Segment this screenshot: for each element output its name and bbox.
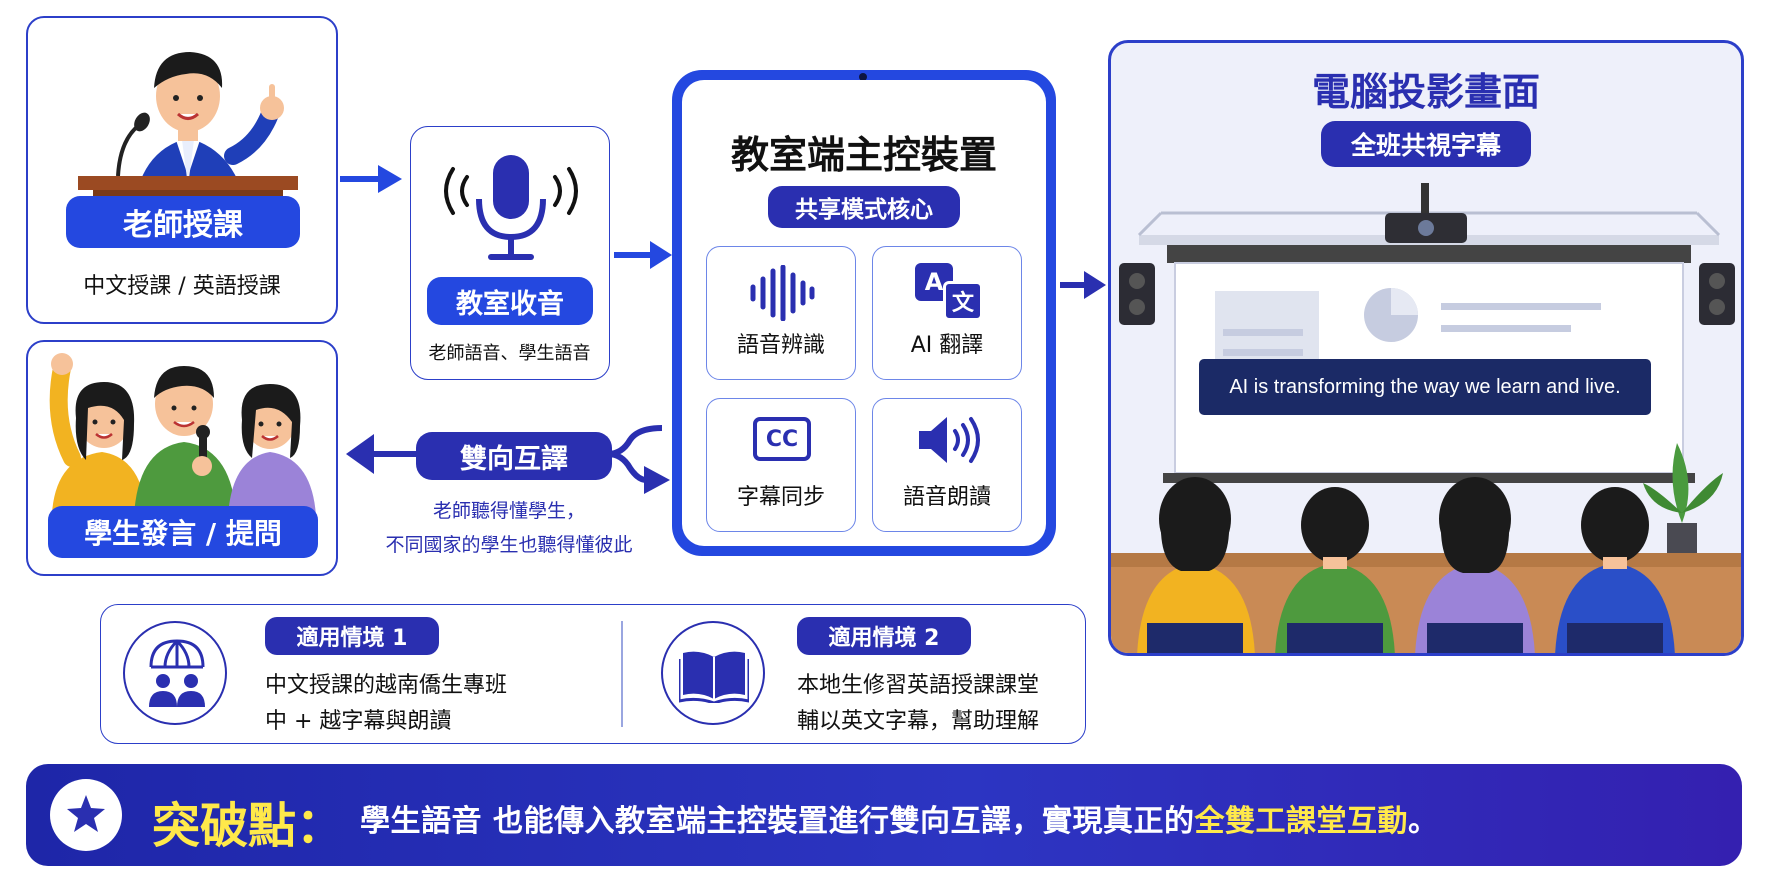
students-badge: 學生發言 / 提問 (48, 506, 318, 558)
scenario-2-badge: 適用情境 2 (797, 617, 971, 655)
projected-subtitle-bar: AI is transforming the way we learn and … (1199, 359, 1651, 415)
teacher-subtitle: 中文授課 / 英語授課 (83, 274, 281, 299)
scenario-divider (621, 621, 623, 727)
audio-capture-badge: 教室收音 (427, 277, 593, 325)
open-book-icon (679, 651, 749, 703)
scenario-1-badge: 適用情境 1 (265, 617, 439, 655)
teacher-card: 老師授課 中文授課 / 英語授課 (26, 16, 338, 324)
device-camera (859, 73, 867, 81)
audio-capture-subtitle: 老師語音、學生語音 (428, 343, 591, 364)
device-title: 教室端主控裝置 (730, 133, 997, 177)
feature-text-to-speech: 語音朗讀 (872, 398, 1022, 532)
feature-label: 語音朗讀 (902, 485, 991, 510)
feature-label: 字幕同步 (736, 485, 825, 510)
students-card: 學生發言 / 提問 (26, 340, 338, 576)
bidirectional-badge: 雙向互譯 (416, 432, 612, 480)
arrow-capture-to-device (614, 241, 672, 269)
feature-label: AI 翻譯 (910, 333, 984, 358)
arrow-device-to-projection (1060, 271, 1106, 299)
microphone-icon (444, 155, 578, 260)
audio-capture-card: 教室收音 老師語音、學生語音 (410, 126, 610, 380)
scenarios-card: 適用情境 1 中文授課的越南僑生專班 中 + 越字幕與朗讀 適用情境 2 本地生… (100, 604, 1086, 744)
cc-icon: CC (753, 417, 811, 461)
scenario-2-line2: 輔以英文字幕，幫助理解 (797, 709, 1040, 734)
globe-people-icon (149, 639, 205, 707)
speaker-icon (919, 417, 980, 463)
feature-speech-recognition: 語音辨識 (706, 246, 856, 380)
feature-label: 語音辨識 (736, 333, 825, 358)
projection-badge: 全班共視字幕 (1321, 121, 1531, 167)
bidirectional-arrows (346, 425, 670, 494)
scenario-1-icon-circle (123, 621, 227, 725)
star-icon (67, 795, 105, 832)
teacher-badge: 老師授課 (66, 196, 300, 248)
star-badge (50, 779, 122, 851)
projection-title: 電腦投影畫面 (1311, 70, 1540, 114)
projection-panel: 電腦投影畫面 全班共視字幕 (1108, 40, 1744, 656)
banner-text-end: 。 (1407, 804, 1439, 839)
arrow-teacher-to-capture (340, 165, 402, 193)
feature-subtitle-sync: CC 字幕同步 (706, 398, 856, 532)
banner-text: 學生語音 也能傳入教室端主控裝置進行雙向互譯，實現真正的全雙工課堂互動。 (360, 796, 1438, 840)
breakthrough-banner: 突破點： 學生語音 也能傳入教室端主控裝置進行雙向互譯，實現真正的全雙工課堂互動… (26, 764, 1742, 866)
scenario-1-line1: 中文授課的越南僑生專班 (265, 673, 508, 698)
scenario-2-icon-circle (661, 621, 765, 725)
waveform-icon (750, 265, 815, 321)
students-illustration (49, 353, 316, 516)
bidirectional-line1: 老師聽得懂學生， (432, 500, 585, 522)
device-badge: 共享模式核心 (768, 186, 960, 228)
banner-text-main: 學生語音 也能傳入教室端主控裝置進行雙向互譯，實現真正的 (360, 804, 1195, 839)
classroom-control-device: 教室端主控裝置 共享模式核心 語音辨識 A 文 AI 翻譯 C (672, 70, 1056, 556)
projected-subtitle-text: AI is transforming the way we learn and … (1229, 375, 1621, 398)
feature-ai-translation: A 文 AI 翻譯 (872, 246, 1022, 380)
translate-icon: A 文 (915, 263, 985, 321)
scenario-2-line1: 本地生修習英語授課課堂 (797, 673, 1040, 698)
banner-text-highlight: 全雙工課堂互動 (1194, 804, 1408, 839)
bidirectional-line2: 不同國家的學生也聽得懂彼此 (385, 534, 633, 556)
scenario-1-line2: 中 + 越字幕與朗讀 (265, 709, 452, 734)
device-screen: 教室端主控裝置 共享模式核心 語音辨識 A 文 AI 翻譯 C (682, 80, 1046, 546)
classroom-projection-scene (1111, 183, 1741, 653)
banner-heading: 突破點： (152, 798, 345, 854)
